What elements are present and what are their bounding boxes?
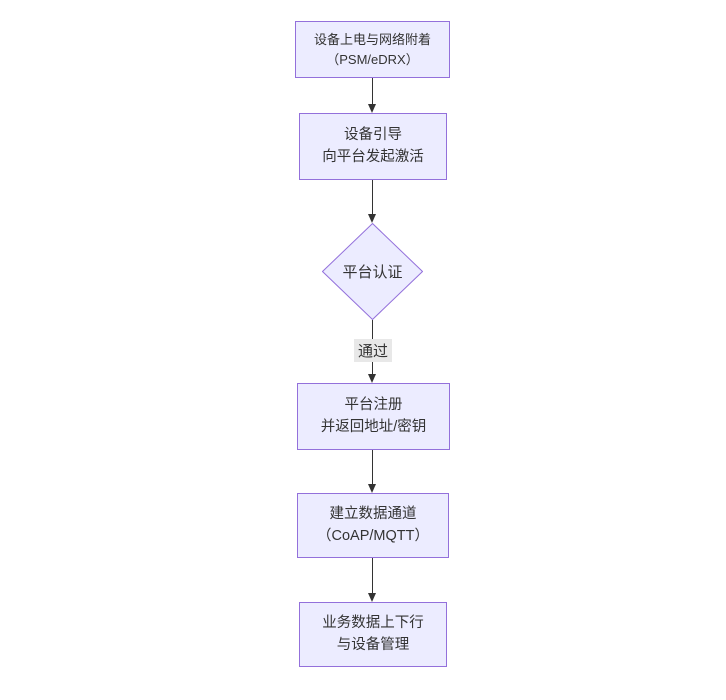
- edge-arrow-1: [367, 78, 378, 113]
- node-label-line: 与设备管理: [336, 636, 410, 653]
- node-label-line: 业务数据上下行: [322, 615, 424, 632]
- edge-arrow-4: [367, 450, 378, 493]
- node-device-bootstrap: 设备引导 向平台发起激活: [299, 113, 447, 180]
- node-data-channel: 建立数据通道 （CoAP/MQTT）: [297, 493, 449, 558]
- edge-arrow-2: [367, 180, 378, 223]
- arrowhead-down-icon: [368, 593, 376, 602]
- edge-line: [372, 180, 373, 215]
- arrowhead-down-icon: [368, 104, 376, 113]
- arrowhead-down-icon: [368, 214, 376, 223]
- node-business-data-mgmt: 业务数据上下行 与设备管理: [299, 602, 447, 667]
- node-label-line: 平台认证: [342, 264, 403, 281]
- node-label-line: （CoAP/MQTT）: [317, 527, 429, 544]
- node-label-line: 并返回地址/密钥: [320, 418, 427, 435]
- edge-line: [372, 450, 373, 485]
- edge-label-pass: 通过: [353, 339, 393, 362]
- node-label-line: （PSM/eDRX）: [326, 51, 419, 67]
- node-label-line: 设备上电与网络附着: [313, 32, 431, 47]
- edge-arrow-5: [367, 558, 378, 602]
- diamond-shape: [322, 223, 423, 320]
- node-platform-auth-decision: 平台认证: [322, 223, 423, 320]
- edge-line: [372, 78, 373, 105]
- arrowhead-down-icon: [368, 484, 376, 493]
- node-label-line: 平台注册: [344, 397, 403, 414]
- node-platform-register: 平台注册 并返回地址/密钥: [297, 383, 450, 450]
- edge-line: [372, 558, 373, 594]
- node-power-network-attach: 设备上电与网络附着 （PSM/eDRX）: [295, 21, 450, 78]
- node-label-line: 建立数据通道: [329, 506, 417, 523]
- node-label-line: 设备引导: [344, 127, 402, 144]
- arrowhead-down-icon: [368, 374, 376, 383]
- node-label-line: 向平台发起激活: [322, 148, 424, 165]
